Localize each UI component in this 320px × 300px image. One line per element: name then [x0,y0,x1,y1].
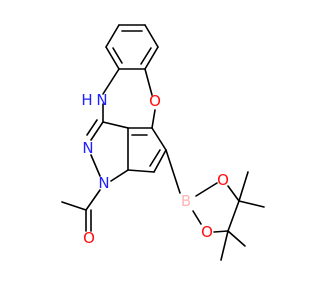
bond [227,185,240,202]
bond [140,47,152,65]
bond [105,46,120,70]
bond [102,68,120,95]
bond [195,182,218,197]
bond-skeleton [61,24,265,261]
bond [144,46,159,70]
ring-oxygen-label: O [149,92,161,110]
bond [165,149,181,194]
bond [90,154,101,177]
bond [110,169,129,182]
bond [90,121,104,141]
nh-nitrogen-label: N [96,91,107,109]
bond [144,24,159,48]
bond [112,47,123,64]
bond [102,121,129,129]
bond [149,149,161,167]
bond [151,127,167,151]
bond [192,210,202,225]
chemical-structure-diagram: H N O N N B O O O [61,24,265,261]
boron-label: B [181,192,191,210]
bond [213,230,229,233]
bond [85,189,101,211]
nh-hydrogen-label: H [81,91,92,109]
bond [61,201,87,211]
bond [238,200,265,208]
bond [86,119,98,136]
bond [238,171,249,202]
boronate-oxygen-bottom-label: O [201,223,213,241]
bond [227,230,246,247]
bond [127,169,155,173]
bond [227,200,240,232]
bond [153,149,167,173]
atom-labels: H N O N N B O O O [81,91,229,247]
bond [105,24,120,48]
pyrazole-nitrogen-label: N [82,139,93,157]
acyl-nitrogen-label: N [98,174,109,192]
carbonyl-oxygen-label: O [83,229,95,247]
bond [144,68,153,96]
boronate-oxygen-top-label: O [217,171,229,189]
bond [220,230,229,261]
bond [151,109,156,129]
